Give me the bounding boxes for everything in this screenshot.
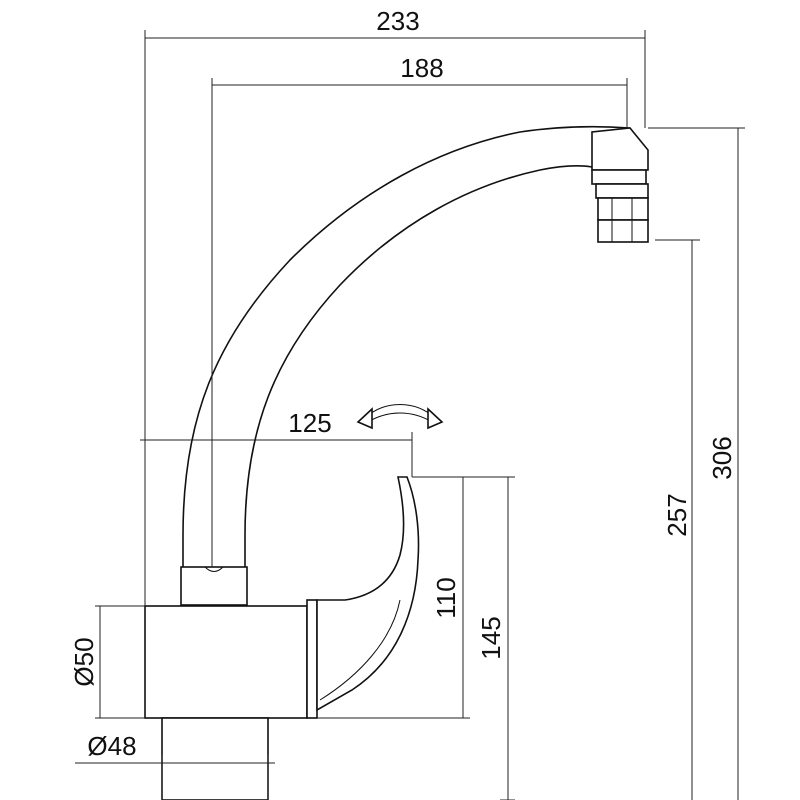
dimension-overall-height: 306 bbox=[648, 127, 745, 800]
swivel-rotation-arrow-icon bbox=[356, 404, 444, 430]
dimension-label-125: 125 bbox=[288, 408, 331, 438]
dimension-label-306: 306 bbox=[707, 436, 737, 479]
spout-collar bbox=[180, 566, 248, 606]
dimension-label-257: 257 bbox=[662, 493, 692, 536]
dimension-base-diameter: Ø48 bbox=[75, 731, 275, 800]
dimension-label-188: 188 bbox=[400, 53, 443, 83]
aerator-body bbox=[595, 183, 649, 199]
faucet-body bbox=[144, 605, 308, 719]
dimension-label-233: 233 bbox=[376, 6, 419, 36]
spout-tube bbox=[182, 126, 631, 567]
dimension-outlet-height: 257 bbox=[655, 239, 700, 800]
spout-end bbox=[591, 127, 649, 171]
lever-handle bbox=[316, 476, 420, 712]
dimension-handle-reach: 125 bbox=[140, 408, 413, 477]
aerator-lower bbox=[597, 197, 649, 221]
faucet-outline bbox=[144, 126, 649, 800]
dimension-label-110: 110 bbox=[431, 577, 461, 618]
dimension-spout-reach: 188 bbox=[211, 53, 628, 567]
dimension-label-d50: Ø50 bbox=[69, 637, 99, 686]
handle-block bbox=[306, 599, 318, 719]
aerator-upper bbox=[591, 169, 647, 185]
dimension-handle-height: 110 bbox=[317, 477, 470, 719]
dimension-overall-width: 233 bbox=[144, 6, 646, 606]
dimension-label-145: 145 bbox=[476, 616, 506, 659]
faucet-base bbox=[161, 717, 269, 800]
dimension-body-diameter: Ø50 bbox=[69, 605, 145, 719]
dimension-body-height: 145 bbox=[412, 476, 515, 800]
dimension-label-d48: Ø48 bbox=[87, 731, 136, 761]
aerator-tip bbox=[597, 219, 649, 243]
